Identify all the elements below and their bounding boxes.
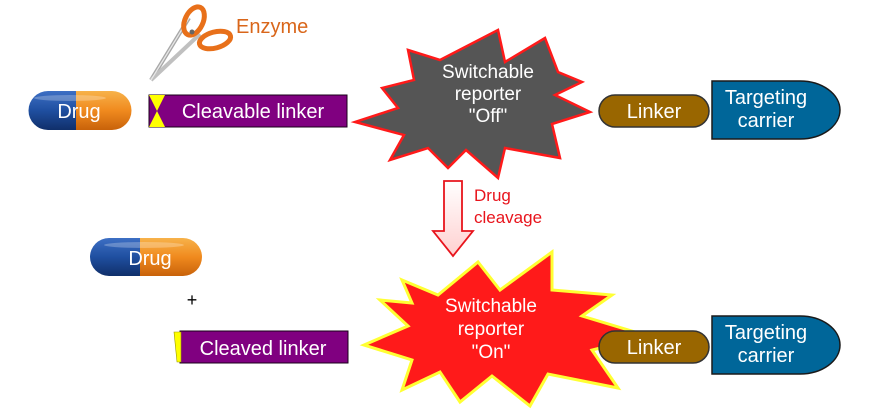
linker-pill-bottom: Linker [598,330,710,364]
drug-cleavage-line2: cleavage [474,208,542,227]
plus-sign: + [187,290,198,310]
cleaved-linker-label: Cleaved linker [200,338,327,360]
switchable-reporter-off: Switchable reporter "Off" [350,28,594,181]
carrier-bottom-line2: carrier [738,345,795,367]
drug-capsule-top: Drug [28,91,132,130]
cleavable-linker-label: Cleavable linker [182,101,325,123]
reporter-off-line2: reporter [455,84,522,105]
scissors-icon [149,4,234,82]
linker-pill-top: Linker [598,94,710,128]
linker-label-top: Linker [627,101,682,123]
carrier-top-line1: Targeting [725,87,807,109]
drug-cleavage-line1: Drug [474,186,511,205]
linker-label-bottom: Linker [627,337,682,359]
reporter-on-line3: "On" [472,342,511,363]
reporter-on-line1: Switchable [445,296,537,317]
drug-capsule-bottom: Drug [90,238,202,276]
reporter-off-line1: Switchable [442,62,534,83]
drug-label-bottom: Drug [128,248,171,270]
targeting-carrier-top: Targeting carrier [711,80,841,140]
targeting-carrier-bottom: Targeting carrier [711,315,841,375]
reporter-on-line2: reporter [458,319,525,340]
cleaved-linker: Cleaved linker [173,330,349,364]
reporter-off-line3: "Off" [469,106,507,127]
carrier-top-line2: carrier [738,110,795,132]
cleavable-linker: Cleavable linker [148,94,348,128]
carrier-bottom-line1: Targeting [725,322,807,344]
drug-label-top: Drug [57,101,100,123]
enzyme-label: Enzyme [236,16,308,38]
switchable-reporter-on: Switchable reporter "On" [359,249,654,409]
down-arrow-icon [431,180,475,258]
